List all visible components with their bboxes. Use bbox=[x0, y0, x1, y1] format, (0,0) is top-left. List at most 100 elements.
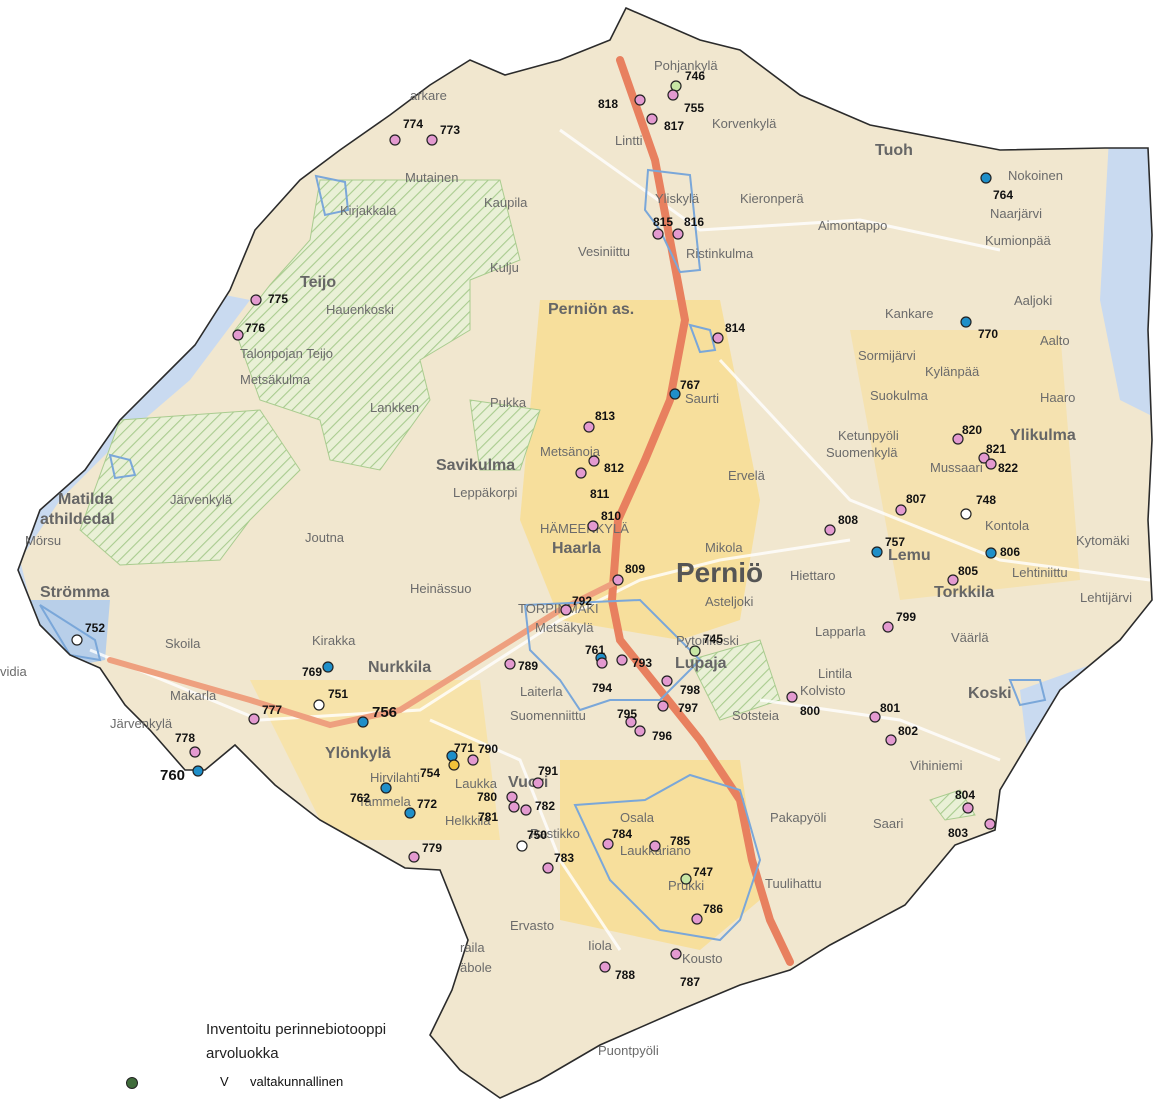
site-marker-774[interactable] bbox=[389, 134, 401, 146]
site-808[interactable]: 808 bbox=[824, 513, 858, 536]
site-792[interactable]: 792 bbox=[560, 594, 592, 616]
site-746[interactable]: 746 bbox=[670, 69, 705, 92]
site-748[interactable]: 748 bbox=[960, 493, 996, 520]
site-marker-779[interactable] bbox=[408, 851, 420, 863]
site-778[interactable]: 778 bbox=[175, 731, 201, 758]
site-797[interactable]: 797 bbox=[657, 700, 698, 715]
site-marker-812[interactable] bbox=[588, 455, 600, 467]
site-marker-805[interactable] bbox=[947, 574, 959, 586]
site-784[interactable]: 784 bbox=[602, 827, 632, 850]
site-marker-769[interactable] bbox=[322, 661, 334, 673]
site-marker-757[interactable] bbox=[871, 546, 883, 558]
site-marker-810[interactable] bbox=[587, 520, 599, 532]
site-782[interactable]: 782 bbox=[520, 799, 555, 816]
site-marker-796[interactable] bbox=[634, 725, 646, 737]
site-marker-814[interactable] bbox=[712, 332, 724, 344]
site-781[interactable]: 781 bbox=[478, 801, 520, 824]
site-marker-804[interactable] bbox=[962, 802, 974, 814]
site-793[interactable]: 793 bbox=[616, 654, 652, 670]
site-760[interactable]: 760 bbox=[160, 765, 204, 784]
site-771[interactable]: 771 bbox=[446, 741, 474, 762]
site-marker-816[interactable] bbox=[672, 228, 684, 240]
site-774[interactable]: 774 bbox=[389, 117, 423, 146]
site-787[interactable]: 787 bbox=[670, 948, 700, 989]
site-marker-803[interactable] bbox=[984, 818, 996, 830]
site-805[interactable]: 805 bbox=[947, 564, 978, 586]
site-marker-789[interactable] bbox=[504, 658, 516, 670]
site-marker-821[interactable] bbox=[978, 452, 990, 464]
site-marker-745[interactable] bbox=[689, 645, 701, 657]
site-777[interactable]: 777 bbox=[248, 703, 282, 725]
site-815[interactable]: 815 bbox=[652, 215, 673, 240]
site-marker-778[interactable] bbox=[189, 746, 201, 758]
site-756[interactable]: 756 bbox=[357, 704, 397, 728]
site-marker-797[interactable] bbox=[657, 700, 669, 712]
site-817[interactable]: 817 bbox=[646, 113, 684, 133]
site-marker-781[interactable] bbox=[508, 801, 520, 813]
site-marker-767[interactable] bbox=[669, 388, 681, 400]
site-marker-747[interactable] bbox=[680, 873, 692, 885]
site-marker-822[interactable] bbox=[985, 458, 997, 470]
site-786[interactable]: 786 bbox=[691, 902, 723, 925]
site-marker-806[interactable] bbox=[985, 547, 997, 559]
site-marker-809[interactable] bbox=[612, 574, 624, 586]
site-790[interactable]: 790 bbox=[467, 742, 498, 766]
site-marker-801[interactable] bbox=[869, 711, 881, 723]
site-marker-764[interactable] bbox=[980, 172, 992, 184]
site-marker-775[interactable] bbox=[250, 294, 262, 306]
site-821[interactable]: 821 bbox=[978, 442, 1006, 464]
site-795[interactable]: 795 bbox=[617, 707, 637, 728]
site-799[interactable]: 799 bbox=[882, 610, 916, 633]
site-marker-811[interactable] bbox=[575, 467, 587, 479]
site-764[interactable]: 764 bbox=[980, 172, 1013, 202]
site-806[interactable]: 806 bbox=[985, 545, 1020, 559]
site-marker-799[interactable] bbox=[882, 621, 894, 633]
site-745[interactable]: 745 bbox=[689, 632, 723, 657]
site-767[interactable]: 767 bbox=[669, 378, 700, 400]
site-marker-791[interactable] bbox=[532, 777, 544, 789]
site-marker-762[interactable] bbox=[380, 782, 392, 794]
site-762[interactable]: 762 bbox=[350, 782, 392, 805]
site-779[interactable]: 779 bbox=[408, 841, 442, 863]
site-822[interactable]: 822 bbox=[985, 458, 1018, 475]
site-780[interactable]: 780 bbox=[477, 790, 518, 804]
site-marker-751[interactable] bbox=[313, 699, 325, 711]
site-751[interactable]: 751 bbox=[313, 687, 348, 711]
site-769[interactable]: 769 bbox=[302, 661, 334, 679]
site-800[interactable]: 800 bbox=[786, 691, 820, 718]
site-776[interactable]: 776 bbox=[232, 321, 265, 341]
site-marker-777[interactable] bbox=[248, 713, 260, 725]
site-802[interactable]: 802 bbox=[885, 724, 918, 746]
site-816[interactable]: 816 bbox=[672, 215, 704, 240]
site-marker-820[interactable] bbox=[952, 433, 964, 445]
site-775[interactable]: 775 bbox=[250, 292, 288, 306]
site-772[interactable]: 772 bbox=[404, 797, 437, 819]
site-marker-793[interactable] bbox=[616, 654, 628, 666]
site-marker-785[interactable] bbox=[649, 840, 661, 852]
site-770[interactable]: 770 bbox=[960, 316, 998, 341]
site-811[interactable]: 811 bbox=[575, 467, 610, 501]
site-812[interactable]: 812 bbox=[588, 455, 624, 475]
site-marker-770[interactable] bbox=[960, 316, 972, 328]
site-marker-754[interactable] bbox=[448, 759, 460, 771]
site-marker-748[interactable] bbox=[960, 508, 972, 520]
site-754[interactable]: 754 bbox=[420, 759, 460, 780]
site-marker-783[interactable] bbox=[542, 862, 554, 874]
site-801[interactable]: 801 bbox=[869, 701, 900, 723]
site-marker-750[interactable] bbox=[516, 840, 528, 852]
site-marker-752[interactable] bbox=[71, 634, 83, 646]
site-marker-773[interactable] bbox=[426, 134, 438, 146]
site-marker-795[interactable] bbox=[625, 716, 637, 728]
site-marker-807[interactable] bbox=[895, 504, 907, 516]
site-796[interactable]: 796 bbox=[634, 725, 672, 743]
site-marker-817[interactable] bbox=[646, 113, 658, 125]
site-marker-782[interactable] bbox=[520, 804, 532, 816]
site-marker-794[interactable] bbox=[596, 657, 608, 669]
site-marker-815[interactable] bbox=[652, 228, 664, 240]
site-804[interactable]: 804 bbox=[955, 788, 975, 814]
site-791[interactable]: 791 bbox=[532, 764, 558, 789]
site-810[interactable]: 810 bbox=[587, 509, 621, 532]
site-marker-800[interactable] bbox=[786, 691, 798, 703]
site-marker-788[interactable] bbox=[599, 961, 611, 973]
site-789[interactable]: 789 bbox=[504, 658, 538, 673]
